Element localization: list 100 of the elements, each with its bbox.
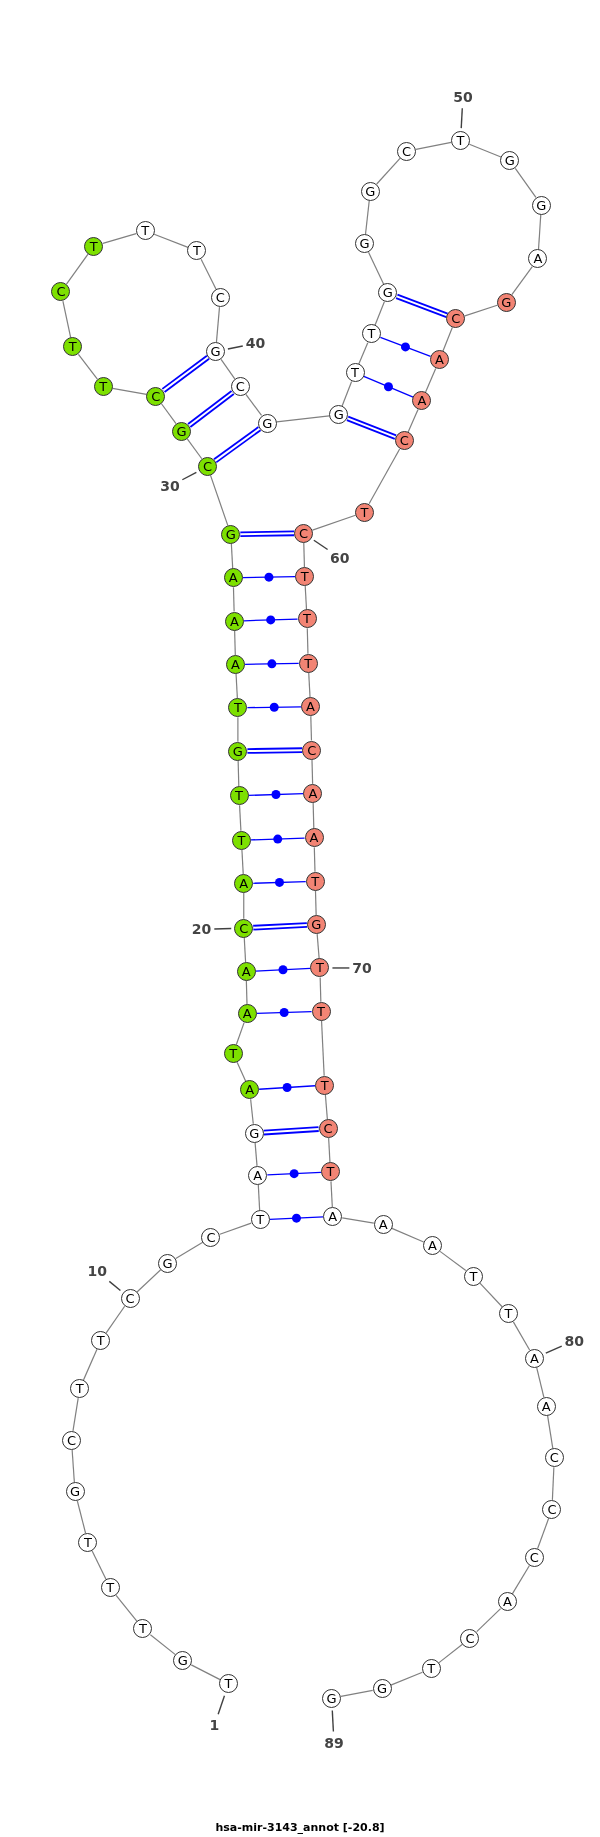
- backbone-line: [254, 1142, 258, 1167]
- backbone-line: [91, 1550, 107, 1580]
- leader-line: [313, 539, 329, 551]
- backbone-line: [439, 1250, 467, 1272]
- base-pair-line: [243, 618, 299, 622]
- nucleotide-circle: C: [146, 386, 166, 406]
- backbone-line: [234, 630, 236, 656]
- backbone-line: [241, 849, 244, 875]
- nucleotide-circle: C: [524, 1547, 544, 1567]
- nucleotide-circle: C: [120, 1288, 140, 1308]
- nucleotide-circle: T: [250, 1210, 270, 1230]
- nucleotide-circle: C: [394, 431, 414, 451]
- backbone-line: [215, 306, 221, 343]
- backbone-line: [537, 213, 542, 251]
- position-number: 30: [160, 478, 180, 495]
- backbone-line: [374, 301, 385, 326]
- backbone-line: [306, 627, 309, 655]
- base-pair-line: [258, 1085, 316, 1090]
- backbone-line: [245, 393, 263, 417]
- nucleotide-circle: T: [70, 1379, 90, 1399]
- leader-line: [217, 1695, 226, 1715]
- nucleotide-circle: T: [298, 653, 318, 673]
- base-pair-line: [250, 837, 306, 841]
- base-pair-line: [363, 375, 414, 398]
- nucleotide-circle: A: [226, 654, 246, 674]
- nucleotide-circle: T: [305, 871, 325, 891]
- backbone-line: [257, 1184, 261, 1212]
- nucleotide-circle: T: [362, 324, 381, 344]
- backbone-line: [341, 380, 353, 407]
- nucleotide-circle: A: [301, 697, 321, 717]
- backbone-line: [312, 802, 315, 829]
- nucleotide-circle: C: [62, 1430, 81, 1450]
- backbone-line: [330, 1180, 333, 1208]
- backbone-line: [237, 760, 240, 787]
- nucleotide-circle: A: [412, 391, 432, 411]
- base-pair-line: [263, 1126, 319, 1136]
- nucleotide-circle: A: [303, 783, 323, 803]
- nucleotide-circle: T: [100, 1578, 120, 1598]
- nucleotide-circle: G: [172, 421, 192, 441]
- nucleotide-circle: G: [496, 292, 516, 312]
- nucleotide-circle: T: [135, 221, 155, 241]
- nucleotide-circle: T: [421, 1659, 441, 1679]
- nucleotide-circle: C: [302, 740, 322, 760]
- backbone-line: [536, 1366, 545, 1398]
- backbone-line: [479, 1282, 503, 1308]
- backbone-line: [232, 586, 235, 613]
- backbone-line: [65, 253, 89, 285]
- backbone-line: [442, 326, 453, 352]
- nucleotide-circle: T: [231, 830, 251, 850]
- base-pair-line: [246, 706, 302, 709]
- nucleotide-circle: A: [429, 350, 449, 370]
- leader-line: [331, 967, 351, 969]
- nucleotide-circle: G: [500, 151, 520, 171]
- base-pair-line: [254, 967, 312, 972]
- backbone-line: [537, 1517, 550, 1550]
- backbone-line: [314, 890, 317, 916]
- nucleotide-circle: G: [221, 524, 241, 544]
- base-pair-line: [253, 922, 308, 931]
- nucleotide-circle: G: [329, 405, 349, 425]
- backbone-line: [220, 358, 236, 380]
- nucleotide-circle: T: [219, 1674, 238, 1694]
- backbone-line: [136, 1269, 162, 1293]
- nucleotide-circle: T: [93, 377, 113, 397]
- backbone-line: [341, 1217, 375, 1224]
- nucleotide-circle: T: [315, 1075, 335, 1095]
- backbone-line: [237, 716, 239, 743]
- nucleotide-circle: A: [497, 1592, 517, 1612]
- nucleotide-circle: T: [310, 958, 330, 978]
- base-pair-line: [395, 293, 448, 318]
- nucleotide-circle: A: [323, 1206, 343, 1226]
- backbone-line: [303, 542, 306, 568]
- position-number: 1: [209, 1717, 220, 1733]
- nucleotide-circle: C: [201, 1228, 221, 1247]
- nucleotide-circle: T: [499, 1304, 519, 1324]
- base-pair-line: [161, 355, 210, 393]
- backbone-line: [340, 1689, 374, 1697]
- backbone-line: [407, 408, 419, 433]
- backbone-line: [367, 251, 385, 285]
- nucleotide-circle: G: [378, 283, 398, 303]
- nucleotide-circle: T: [320, 1162, 340, 1182]
- nucleotide-circle: A: [248, 1165, 268, 1185]
- nucleotide-circle: G: [322, 1688, 342, 1708]
- nucleotide-circle: T: [345, 363, 365, 383]
- base-pair-line: [240, 530, 295, 537]
- nucleotide-circle: A: [422, 1236, 442, 1256]
- backbone-line: [77, 353, 98, 380]
- nucleotide-circle: C: [544, 1448, 564, 1468]
- backbone-line: [71, 1449, 75, 1483]
- nucleotide-circle: C: [234, 918, 254, 938]
- backbone-line: [328, 1137, 331, 1163]
- position-number: 60: [330, 549, 350, 566]
- backbone-line: [324, 1094, 328, 1120]
- leader-line: [213, 927, 232, 930]
- backbone-line: [105, 1305, 126, 1334]
- nucleotide-circle: T: [311, 1001, 331, 1021]
- nucleotide-circle: G: [257, 413, 277, 433]
- backbone-line: [276, 415, 330, 423]
- nucleotide-circle: A: [240, 1080, 260, 1100]
- backbone-line: [468, 143, 502, 158]
- backbone-line: [390, 1671, 424, 1686]
